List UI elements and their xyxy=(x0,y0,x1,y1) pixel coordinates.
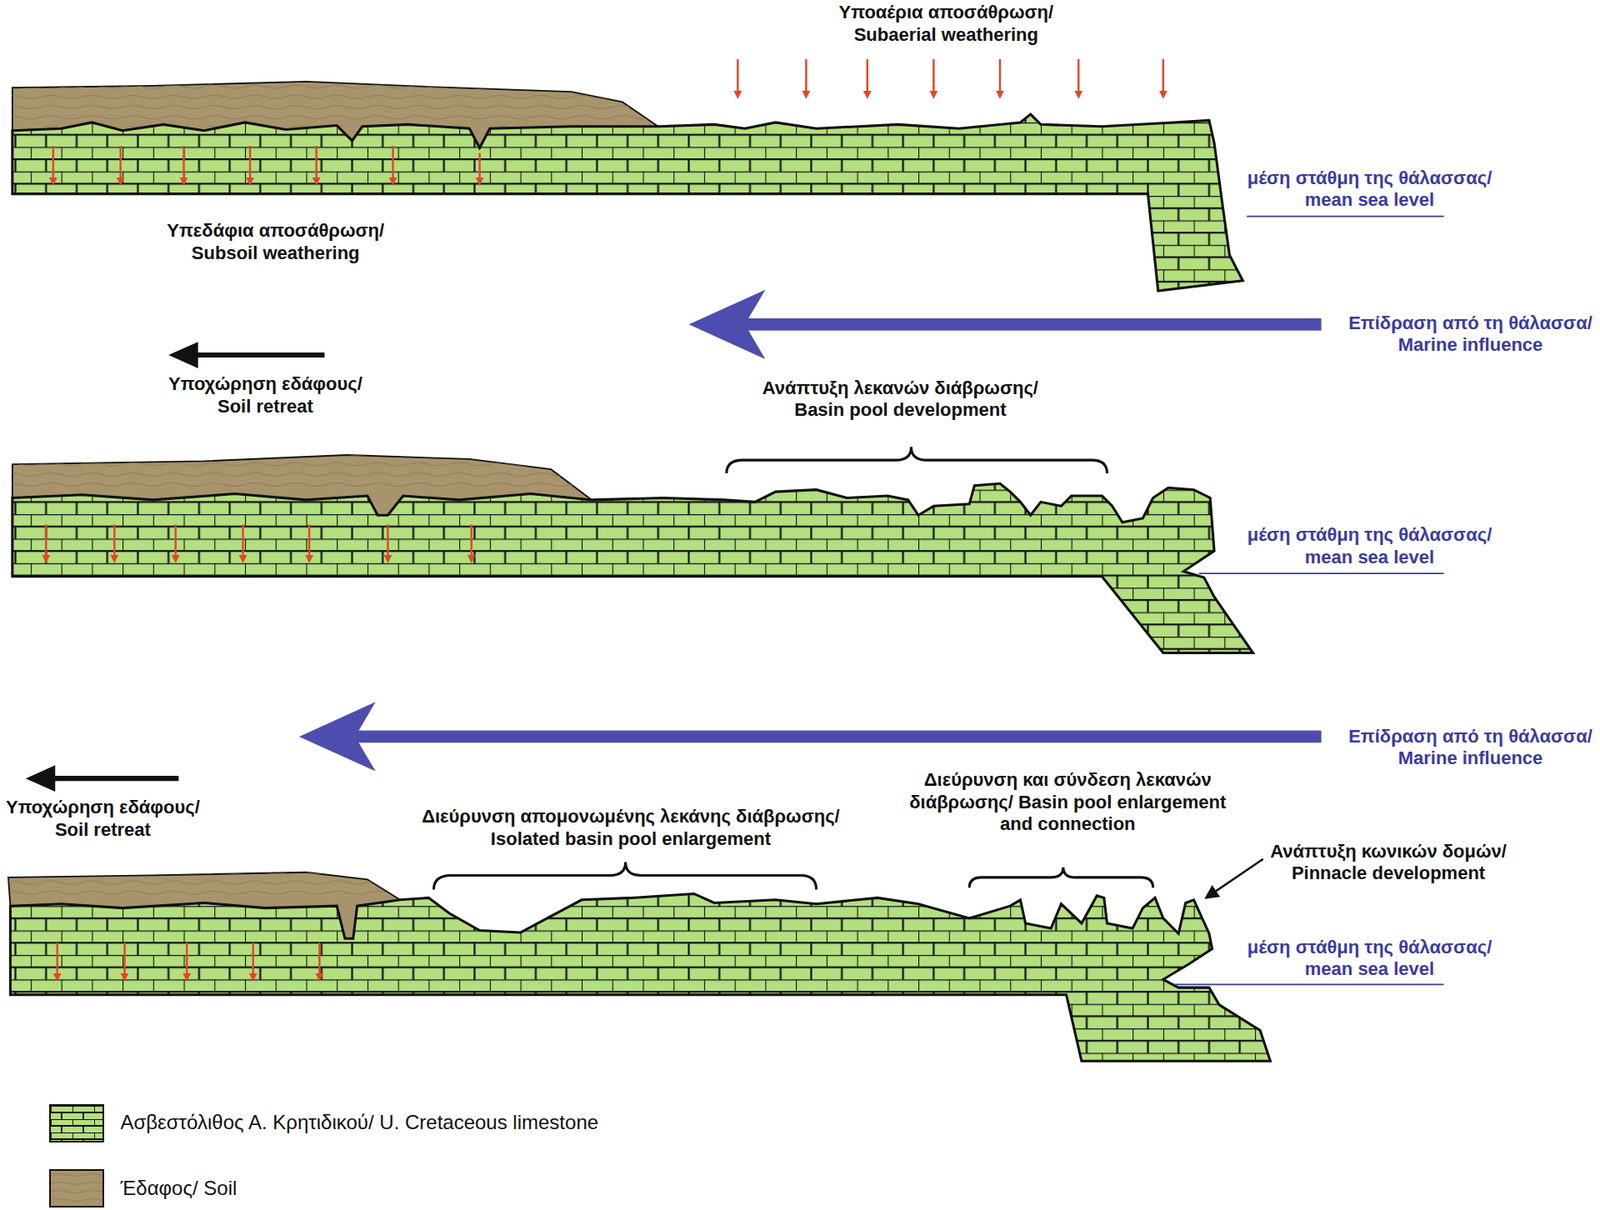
legend-swatch xyxy=(49,1169,105,1208)
leader-line xyxy=(1205,859,1264,899)
marine-label: Επίδραση από τη θάλασσα/ Marine influenc… xyxy=(1346,312,1595,357)
limestone-block xyxy=(10,893,1270,1061)
limestone-block xyxy=(12,114,1243,291)
stage-label: Ανάπτυξη λεκανών διάβρωσης/ Basin pool d… xyxy=(760,377,1040,422)
sea-level-label: μέση στάθμη της θάλασσας/ mean sea level xyxy=(1245,936,1494,981)
stage-label: Διεύρυνση και σύνδεση λεκανών διάβρωσης/… xyxy=(908,769,1228,835)
legend-text: Έδαφος/ Soil xyxy=(120,1176,237,1201)
process-label: Υπεδάφια αποσάθρωση/ Subsoil weathering xyxy=(165,220,386,265)
process-label: Υποχώρηση εδάφους/ Soil retreat xyxy=(4,796,202,841)
legend-text: Ασβεστόλιθος Α. Κρητιδικού/ U. Cretaceou… xyxy=(120,1110,599,1135)
stage-label: Ανάπτυξη κωνικών δομών/ Pinnacle develop… xyxy=(1268,840,1509,885)
marine-arrow xyxy=(299,290,1322,772)
sea-level-label: μέση στάθμη της θάλασσας/ mean sea level xyxy=(1245,167,1494,212)
marine-label: Επίδραση από τη θάλασσα/ Marine influenc… xyxy=(1346,725,1595,770)
process-label: Υποχώρηση εδάφους/ Soil retreat xyxy=(166,373,365,418)
limestone-block xyxy=(12,483,1254,653)
process-label: Υποαέρια αποσάθρωση/ Subaerial weatherin… xyxy=(836,1,1055,46)
stage-label: Διεύρυνση απομονωμένης λεκάνης διάβρωσης… xyxy=(420,805,842,850)
sea-level-label: μέση στάθμη της θάλασσας/ mean sea level xyxy=(1245,524,1494,569)
legend-swatch xyxy=(49,1104,105,1143)
weathering-arrows xyxy=(45,59,1164,980)
